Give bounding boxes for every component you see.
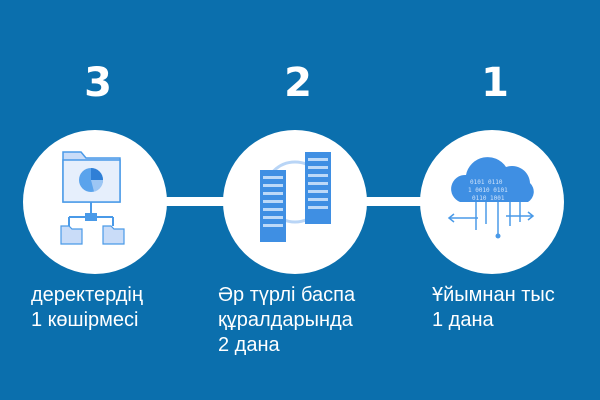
server-sync-icon xyxy=(260,152,331,242)
caption-line: 1 дана xyxy=(432,309,494,331)
svg-text:0110 1001: 0110 1001 xyxy=(472,195,505,202)
step-caption: Әр түрлі баспа құралдарында 2 дана xyxy=(218,283,438,358)
caption-line: Әр түрлі баспа xyxy=(218,284,356,306)
svg-text:1 0010 0101: 1 0010 0101 xyxy=(468,187,508,194)
step-number: 3 xyxy=(84,60,112,106)
step-icon-circle xyxy=(23,130,167,274)
step-1: 1 0101 0110 1 0010 0101 0110 1001 xyxy=(420,0,570,400)
caption-line: 1 көшірмесі xyxy=(31,309,139,331)
step-caption: Ұйымнан тыс 1 дана xyxy=(432,283,600,333)
step-number: 1 xyxy=(481,60,509,106)
caption-line: 2 дана xyxy=(218,334,280,356)
caption-line: деректердің xyxy=(31,284,143,306)
svg-text:0101 0110: 0101 0110 xyxy=(470,179,503,186)
step-caption: деректердің 1 көшірмесі xyxy=(31,283,251,333)
cloud-data-icon: 0101 0110 1 0010 0101 0110 1001 xyxy=(447,157,535,239)
step-number: 2 xyxy=(284,60,312,106)
caption-line: құралдарында xyxy=(218,309,353,331)
step-icon-circle: 0101 0110 1 0010 0101 0110 1001 xyxy=(420,130,564,274)
caption-line: Ұйымнан тыс xyxy=(432,284,555,306)
folder-tree-icon xyxy=(60,151,125,245)
step-2: 2 Әр түрлі баспа құ xyxy=(218,0,373,400)
step-3: 3 деректердің 1 көшірмесі xyxy=(23,0,173,400)
step-icon-circle xyxy=(223,130,367,274)
